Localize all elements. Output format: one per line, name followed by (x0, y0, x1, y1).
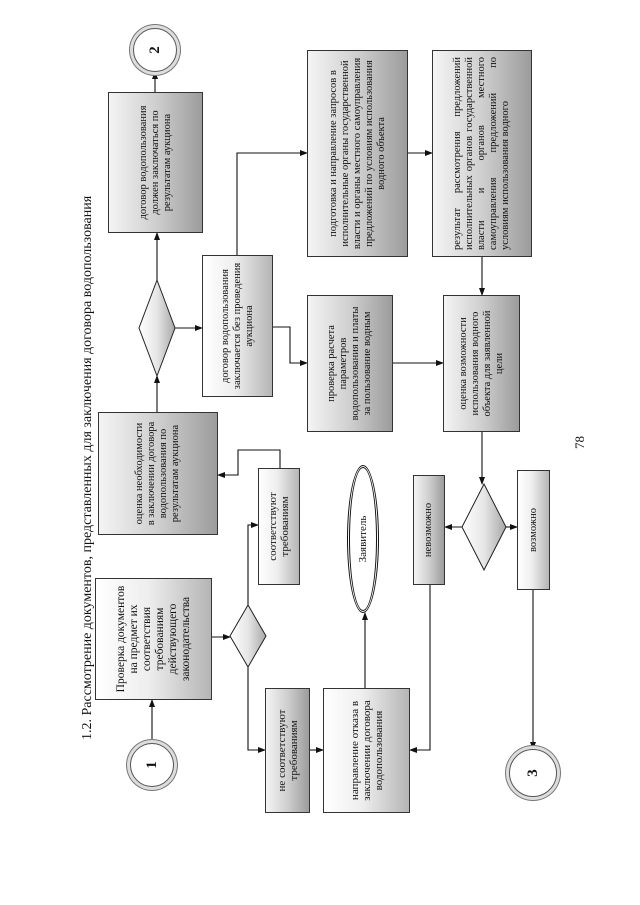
match-box: соответствуют требованиям (258, 468, 300, 585)
decision-diamond-compliance (229, 604, 267, 668)
connector-2: 2 (133, 28, 177, 72)
review-result-box: результат рассмотрения предложений испол… (432, 50, 532, 257)
connector-1-label: 1 (143, 761, 160, 769)
check-documents-box: Проверка документов на предмет их соотве… (95, 578, 212, 700)
possibility-evaluation-text: оценка возможности использования водного… (457, 310, 505, 417)
connector-2-label: 2 (146, 46, 163, 54)
possible-text: возможно (527, 508, 539, 552)
no-auction-contract-box: договор водопользования заключается без … (202, 255, 273, 397)
connector-3-label: 3 (524, 769, 541, 777)
not-match-text: не соответствуют требованиям (275, 709, 300, 792)
arrow-no-auction-to-prepare (236, 150, 308, 255)
refusal-text: направление отказа в заключении договора… (348, 700, 385, 801)
impossible-box: невозможно (413, 475, 445, 585)
calculation-check-box: проверка расчета параметров водопользова… (307, 295, 393, 432)
need-evaluation-text: оценка необходимости в заключении догово… (134, 421, 181, 526)
check-documents-text: Проверка документов на предмет их соотве… (114, 585, 192, 693)
impossible-text: невозможно (423, 502, 434, 558)
review-result-text: результат рассмотрения предложений испол… (452, 57, 511, 250)
arrow-decision-to-match (247, 522, 259, 605)
arrow-match-to-need-eval (217, 449, 281, 478)
prepare-requests-text: подготовка и направление запросов в испо… (327, 57, 387, 250)
need-evaluation-box: оценка необходимости в заключении догово… (98, 412, 218, 535)
not-match-box: не соответствуют требованиям (265, 688, 310, 813)
auction-contract-text: договор водопользования должен заключать… (137, 105, 173, 220)
applicant-text: Заявитель (357, 515, 369, 563)
refusal-box: направление отказа в заключении договора… (323, 688, 410, 813)
auction-contract-box: договор водопользования должен заключать… (108, 92, 203, 233)
connector-1: 1 (130, 743, 174, 787)
decision-diamond-possibility (461, 482, 507, 572)
decision-diamond-auction (138, 278, 176, 378)
possibility-evaluation-box: оценка возможности использования водного… (443, 295, 520, 432)
prepare-requests-box: подготовка и направление запросов в испо… (307, 50, 408, 257)
arrow-decision-to-not-match (247, 667, 266, 753)
match-text: соответствуют требованиям (267, 492, 291, 561)
calculation-check-text: проверка расчета параметров водопользова… (326, 306, 373, 421)
no-auction-contract-text: договор водопользования заключается без … (219, 262, 255, 390)
arrow-no-auction-to-calc (273, 326, 308, 366)
arrow-impossible-to-refusal (409, 585, 431, 753)
applicant-ellipse: Заявитель (347, 465, 379, 613)
possible-box: возможно (517, 470, 550, 590)
connector-3: 3 (509, 749, 557, 797)
